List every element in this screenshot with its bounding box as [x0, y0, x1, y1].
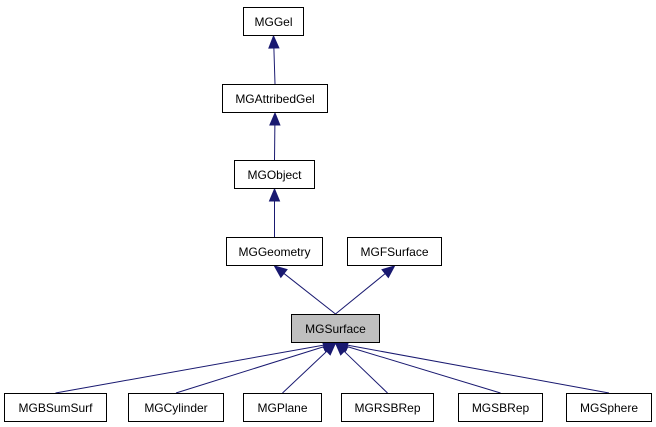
edge-mgbsumsurf-to-mgsurface [55, 344, 324, 394]
edge-mgrsbrep-to-mgsurface [343, 350, 388, 394]
arrowhead-mgobject-to-mgattribedgel [269, 111, 281, 126]
arrowhead-mgattribedgel-to-mggel [268, 34, 280, 49]
node-mgattribedgel[interactable]: MGAttribedGel [222, 84, 328, 113]
node-mgbsumsurf[interactable]: MGBSumSurf [4, 393, 107, 422]
node-mggel[interactable]: MGGel [243, 7, 304, 36]
node-mggeometry[interactable]: MGGeometry [226, 237, 323, 266]
node-mgsbrep[interactable]: MGSBRep [458, 393, 543, 422]
node-mgfsurface[interactable]: MGFSurface [347, 237, 442, 266]
node-mgsphere[interactable]: MGSphere [566, 393, 652, 422]
edge-mgsphere-to-mgsurface [347, 344, 610, 394]
node-mgrsbrep[interactable]: MGRSBRep [341, 393, 434, 422]
edge-mgsbrep-to-mgsurface [346, 346, 501, 394]
arrowhead-mgsurface-to-mgfsurface [381, 265, 396, 279]
edge-mgattribedgel-to-mggel [273, 47, 276, 85]
node-mgplane[interactable]: MGPlane [243, 393, 322, 422]
node-mgsurface: MGSurface [291, 314, 380, 343]
arrowhead-mgsurface-to-mggeometry [273, 265, 288, 279]
edge-mgsurface-to-mgfsurface [335, 273, 386, 315]
edge-mgplane-to-mgsurface [282, 350, 328, 394]
node-mgcylinder[interactable]: MGCylinder [128, 393, 224, 422]
edge-mgcylinder-to-mgsurface [175, 346, 325, 394]
arrowhead-mgplane-to-mgsurface [322, 342, 337, 356]
arrowhead-mggeometry-to-mgobject [268, 187, 281, 202]
node-mgobject[interactable]: MGObject [234, 160, 315, 189]
edge-mgsurface-to-mggeometry [283, 273, 336, 315]
